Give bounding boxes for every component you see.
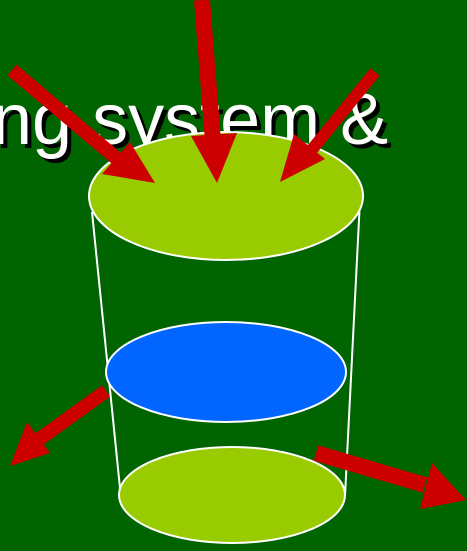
inflow-arrow-right [280, 68, 380, 182]
middle-disk [105, 321, 347, 423]
outflow-arrow-right [313, 445, 466, 509]
container-left-wall [91, 211, 122, 499]
outflow-arrow-left [10, 385, 111, 466]
inflow-arrow-left [7, 64, 155, 183]
container-right-wall [344, 199, 361, 497]
bottom-disk [118, 446, 346, 544]
inflow-arrow-center [191, 0, 237, 183]
